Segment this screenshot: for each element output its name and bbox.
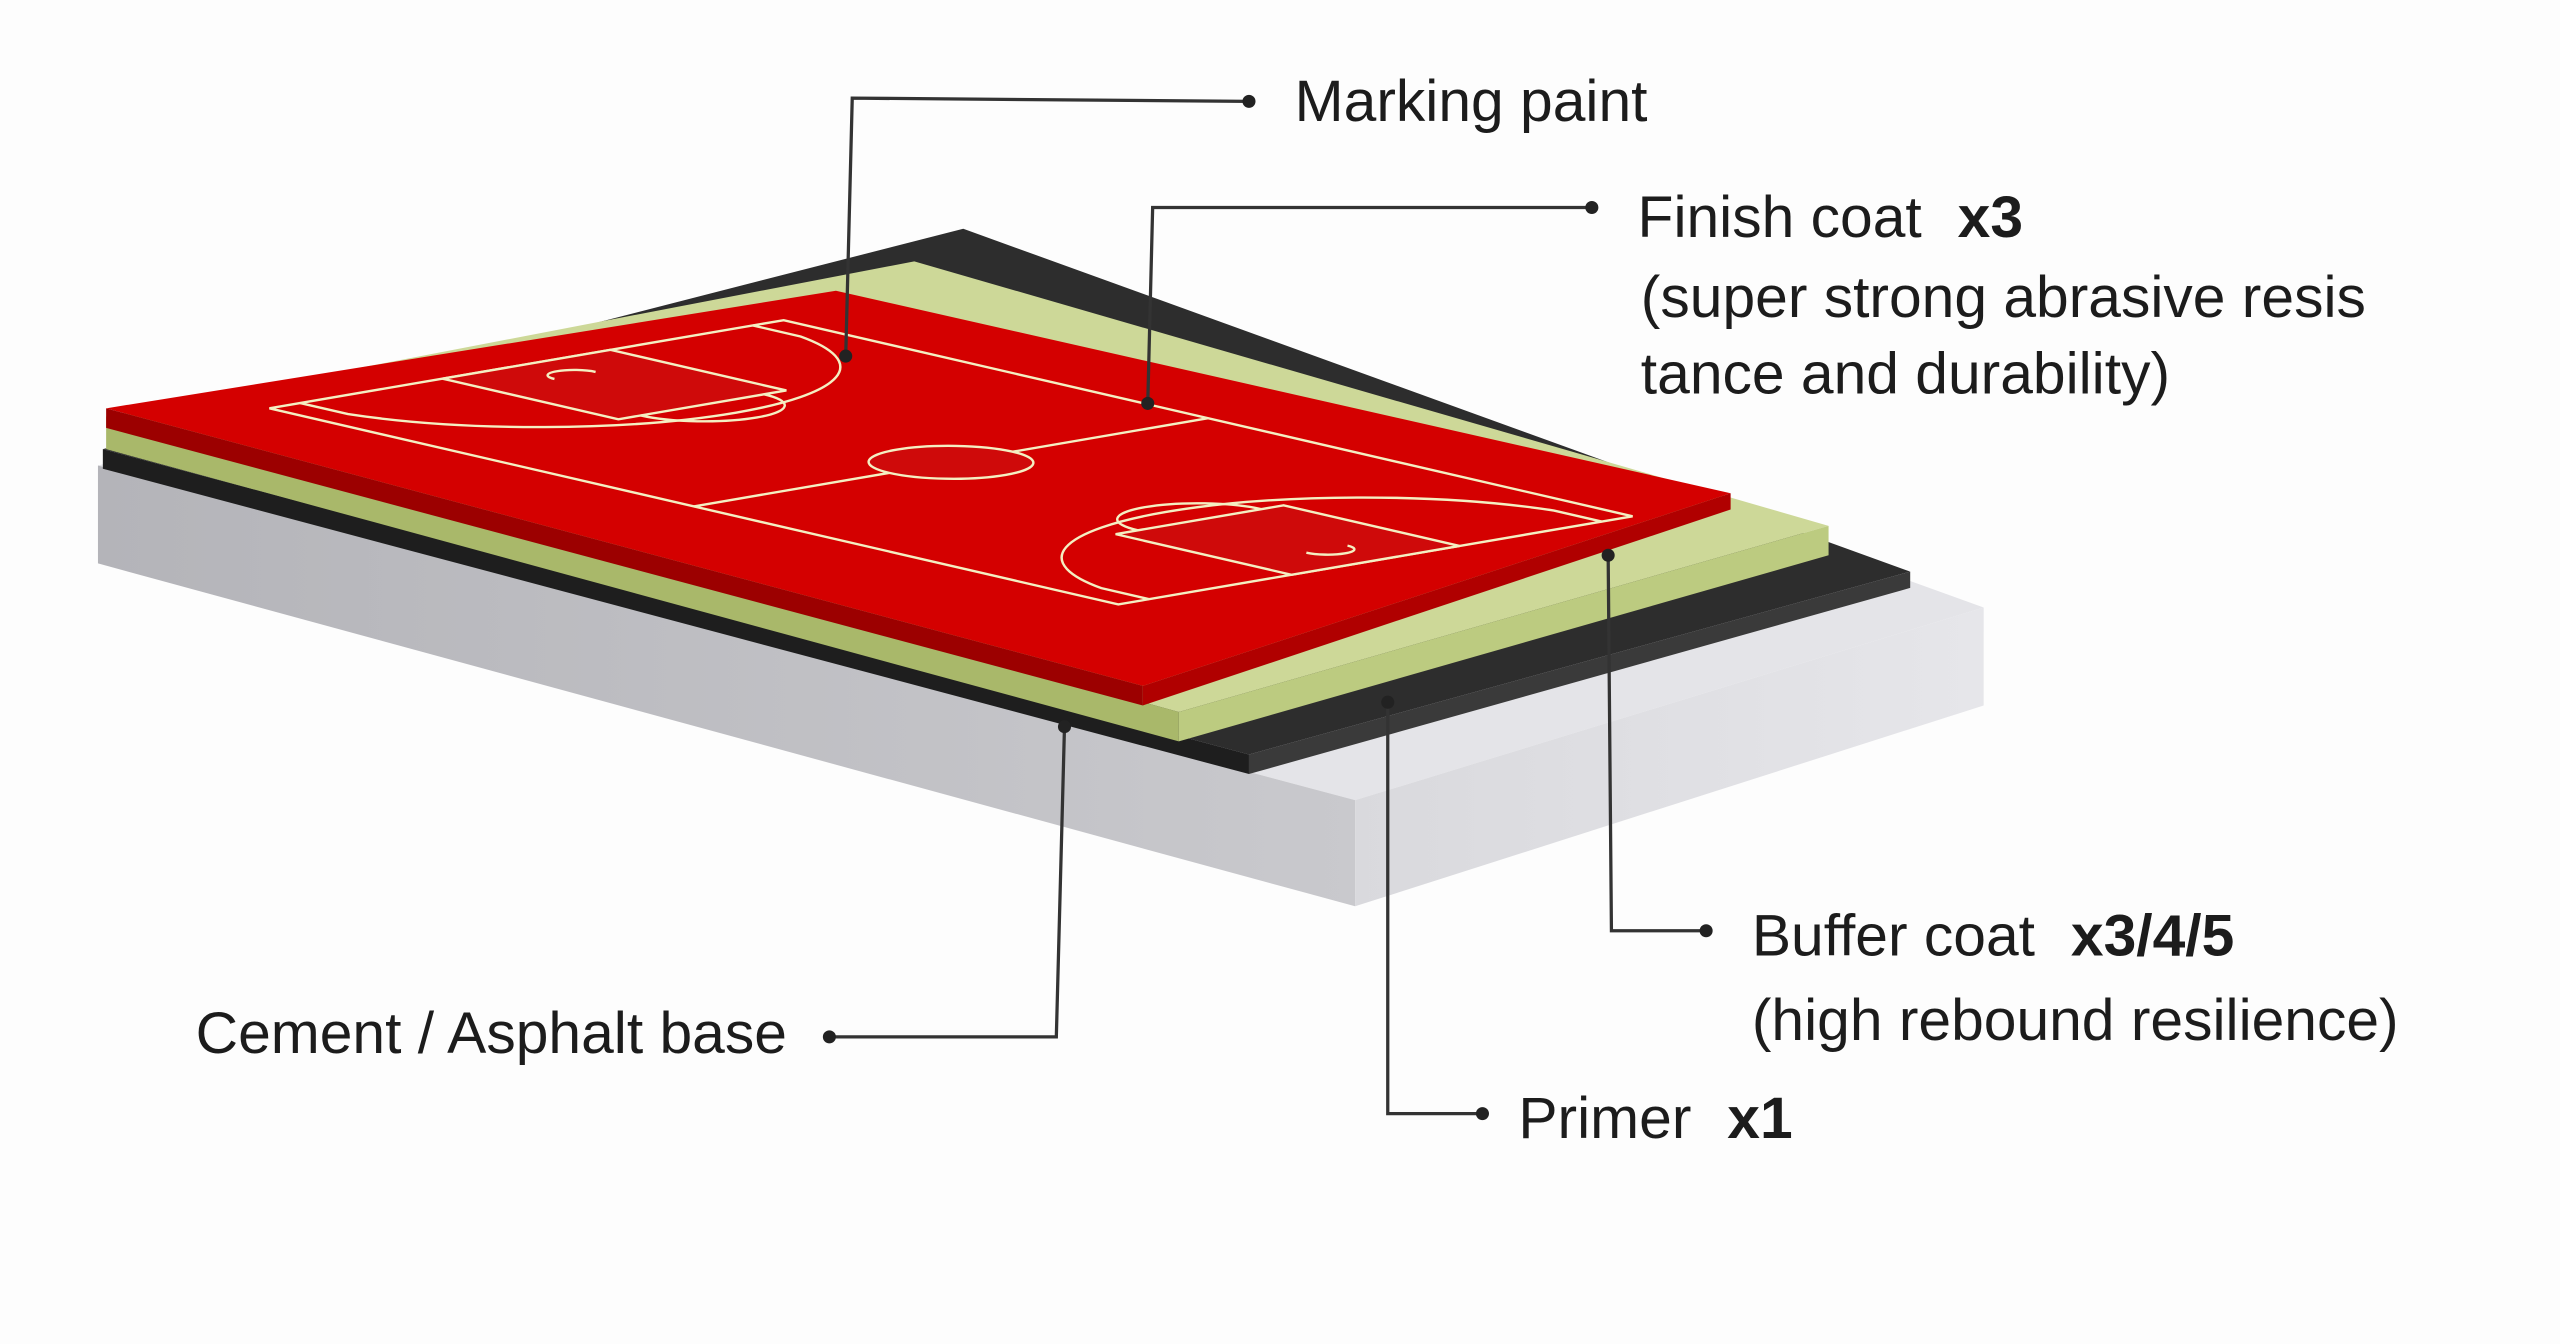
label-finish-coat-note-2: tance and durability): [1641, 342, 2170, 407]
key-left: [443, 350, 787, 419]
free-throw-circle-left: [641, 394, 819, 428]
three-point-line-right: [940, 473, 1602, 599]
leader-finish-coat: [1141, 200, 1599, 410]
three-point-line-left: [300, 325, 962, 451]
label-marking-paint: Marking paint: [1295, 69, 1648, 134]
center-circle: [835, 439, 1068, 485]
basketball-court: [269, 320, 1632, 604]
leader-base: [822, 720, 1072, 1044]
leader-buffer-coat: [1601, 548, 1713, 938]
free-throw-circle-right: [1083, 497, 1261, 531]
key-right: [1116, 505, 1460, 574]
hoop-right: [1306, 546, 1365, 557]
label-finish-coat-note-1: (super strong abrasive resis: [1641, 265, 2366, 330]
leader-marking-paint: [839, 94, 1256, 363]
hoop-left: [536, 368, 595, 379]
label-buffer-coat-note: (high rebound resilience): [1752, 988, 2399, 1053]
label-base: Cement / Asphalt base: [196, 1001, 787, 1066]
leader-primer: [1381, 695, 1489, 1121]
